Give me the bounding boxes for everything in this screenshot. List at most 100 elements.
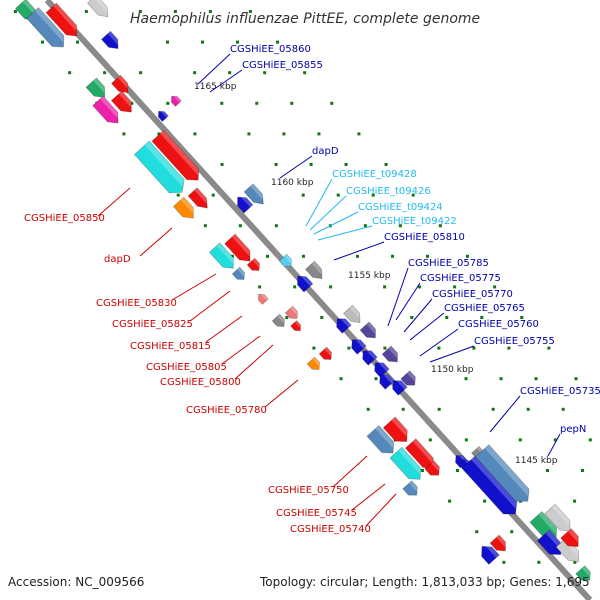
gene-arrow	[86, 0, 109, 18]
map-title: Haemophilus influenzae PittEE, complete …	[130, 11, 480, 27]
track-dot	[173, 10, 177, 13]
track-dot	[211, 193, 215, 197]
label-leader	[305, 178, 333, 227]
track-dot	[374, 377, 378, 381]
track-dot	[561, 407, 565, 411]
track-dot	[41, 40, 45, 44]
gene-arrow	[208, 242, 234, 269]
gene-arrow	[379, 374, 395, 390]
track-dot	[493, 285, 497, 289]
gene-arrow	[271, 313, 285, 327]
gene-arrow	[297, 275, 314, 293]
gene-arrow	[26, 7, 65, 48]
track-dot	[455, 469, 459, 472]
track-dot	[265, 254, 269, 258]
gene-label: dapD	[312, 146, 339, 157]
gene-label: CGSHiEE_05770	[432, 289, 513, 300]
gene-arrow	[381, 345, 398, 363]
label-leader	[205, 315, 243, 343]
gene-arrow	[290, 320, 302, 332]
track-dot	[390, 254, 394, 258]
track-dot	[520, 316, 524, 319]
gene-arrow	[402, 480, 418, 496]
track-dot	[103, 71, 107, 75]
label-leader	[429, 345, 475, 363]
track-dot	[303, 71, 307, 75]
kbp-tick-label: 1160 kbp	[271, 178, 314, 188]
track-dot	[208, 10, 212, 13]
track-dot	[130, 101, 134, 105]
track-dot	[480, 316, 484, 319]
track-dot	[384, 163, 388, 166]
gene-arrow	[382, 416, 408, 443]
label-leader	[313, 211, 359, 235]
track-dot	[248, 10, 252, 13]
gene-arrow	[362, 350, 378, 366]
gene-arrow	[284, 305, 298, 319]
gene-label: CGSHiEE_05740	[290, 524, 371, 535]
gene-label: CGSHiEE_05800	[160, 377, 241, 388]
gene-arrow	[257, 293, 269, 305]
gene-arrow	[318, 346, 332, 360]
track-dot	[363, 224, 367, 228]
track-dot	[437, 407, 441, 411]
track-dot	[301, 254, 305, 258]
track-dot	[475, 530, 479, 534]
track-dot	[483, 499, 487, 503]
label-leader	[279, 155, 313, 179]
gene-arrow	[157, 110, 169, 122]
track-dot	[573, 560, 577, 564]
gene-arrow	[246, 257, 260, 271]
gene-label: CGSHiEE_05855	[242, 60, 323, 71]
track-dot	[545, 469, 549, 472]
track-dot	[502, 560, 506, 564]
track-dot	[344, 163, 348, 166]
gene-label: CGSHiEE_05760	[458, 319, 539, 330]
track-dot	[453, 285, 457, 289]
track-dot	[285, 316, 289, 319]
track-dot	[464, 377, 468, 381]
label-leader	[547, 433, 561, 457]
track-dot	[247, 132, 251, 136]
topology-text: Topology: circular; Length: 1,813,033 bp…	[259, 575, 590, 589]
track-dot	[445, 316, 449, 319]
kbp-tick-label: 1165 kbp	[194, 82, 237, 92]
track-dot	[383, 346, 387, 350]
track-dot	[464, 438, 468, 442]
gene-arrow	[392, 380, 408, 396]
track-dot	[534, 377, 538, 381]
gene-arrow	[243, 183, 264, 205]
gene-arrow	[304, 260, 323, 280]
gene-arrow	[489, 534, 506, 552]
gene-arrow	[224, 233, 251, 262]
track-dot	[263, 71, 267, 75]
track-dot	[166, 101, 170, 105]
label-leader	[365, 493, 397, 527]
track-dot	[526, 407, 530, 411]
track-dot	[301, 193, 305, 197]
gene-label: CGSHiEE_05735	[520, 386, 600, 397]
gene-features	[14, 0, 591, 581]
gene-label: pepN	[560, 424, 586, 435]
label-leader	[189, 290, 231, 322]
gene-arrow	[110, 90, 132, 113]
kbp-tick-label: 1145 kbp	[515, 456, 558, 466]
kbp-tick-label: 1150 kbp	[431, 365, 474, 375]
gene-arrow	[85, 77, 106, 98]
track-dot	[573, 499, 577, 503]
gene-arrow	[575, 565, 591, 581]
track-dot	[491, 407, 495, 411]
track-dot	[355, 254, 359, 258]
gene-arrow	[172, 196, 194, 219]
gene-label: CGSHiEE_t09422	[372, 216, 457, 227]
gene-label: CGSHiEE_t09426	[346, 186, 431, 197]
track-dot	[276, 40, 280, 44]
gene-label: CGSHiEE_05755	[474, 336, 555, 347]
label-leader	[197, 53, 231, 85]
track-dot	[411, 193, 415, 197]
track-dot	[203, 224, 207, 228]
gene-arrow	[92, 95, 119, 124]
track-dot	[201, 40, 205, 44]
track-dot	[420, 469, 424, 472]
accession-text: Accession: NC_009566	[8, 575, 144, 589]
